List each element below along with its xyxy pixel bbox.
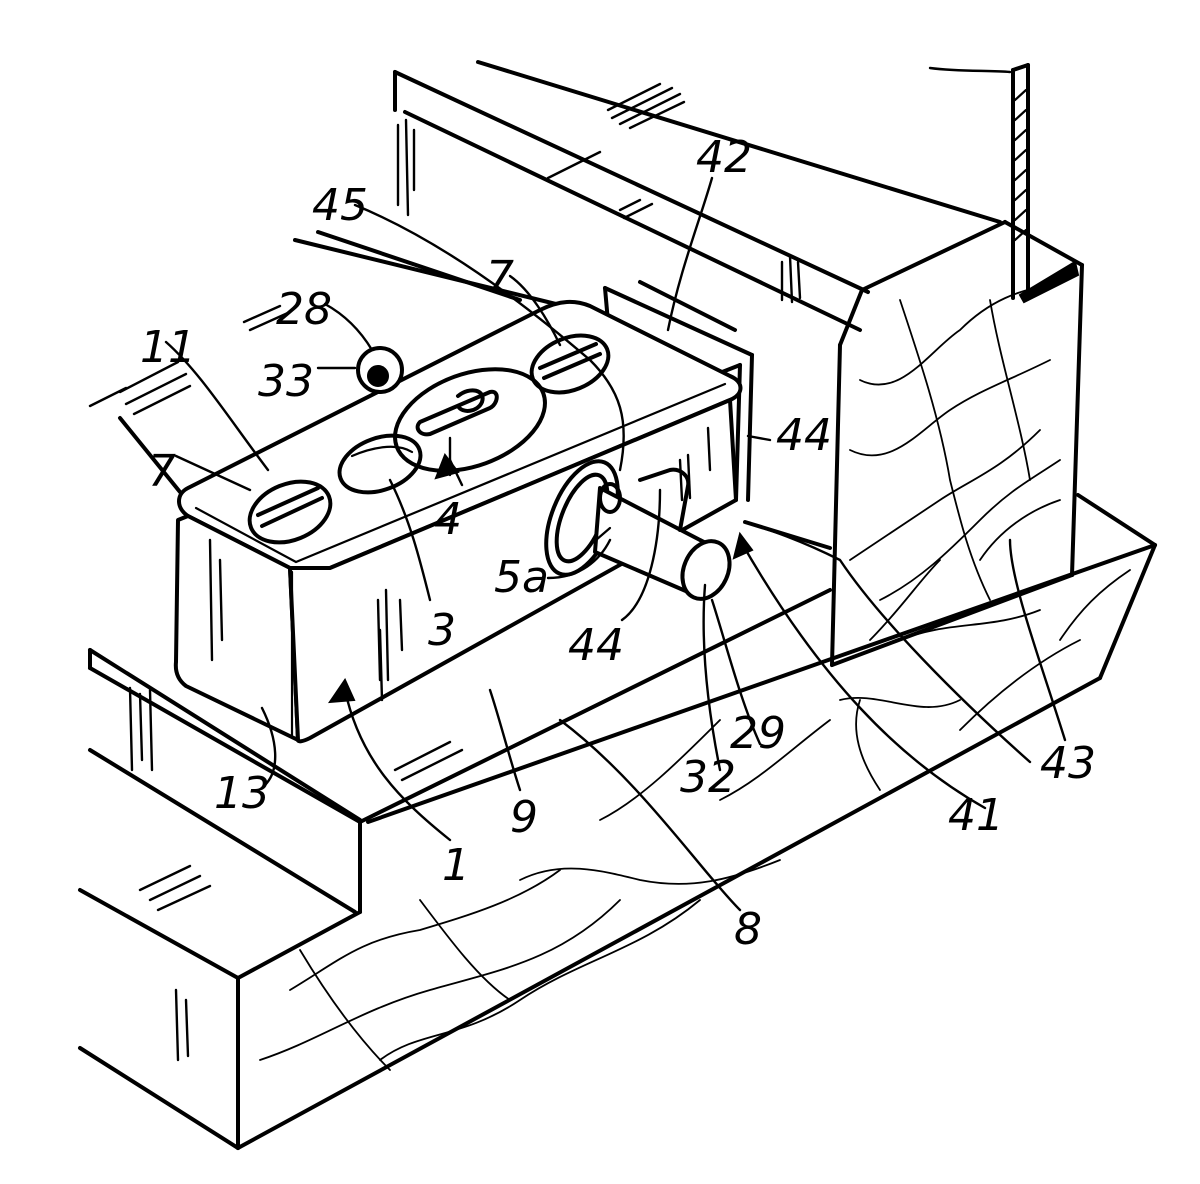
label-4: 4 [434,494,462,545]
label-7-left: 7 [148,446,176,497]
plate [745,65,1078,548]
label-13: 13 [214,768,270,819]
label-44-lower: 44 [568,620,624,671]
label-1: 1 [442,840,470,891]
label-28: 28 [276,284,332,335]
label-3: 3 [428,605,456,656]
label-43: 43 [1040,738,1096,789]
label-45: 45 [312,180,368,231]
label-5a: 5a [494,552,549,603]
label-8: 8 [734,904,762,955]
label-9: 9 [510,792,538,843]
label-11: 11 [140,322,196,373]
label-29: 29 [730,708,786,759]
label-41: 41 [948,790,1004,841]
label-33: 33 [258,356,314,407]
label-44-right: 44 [776,410,832,461]
label-32: 32 [680,752,736,803]
label-42: 42 [696,132,752,183]
ball-33 [358,348,402,392]
label-7-right: 7 [486,252,514,303]
